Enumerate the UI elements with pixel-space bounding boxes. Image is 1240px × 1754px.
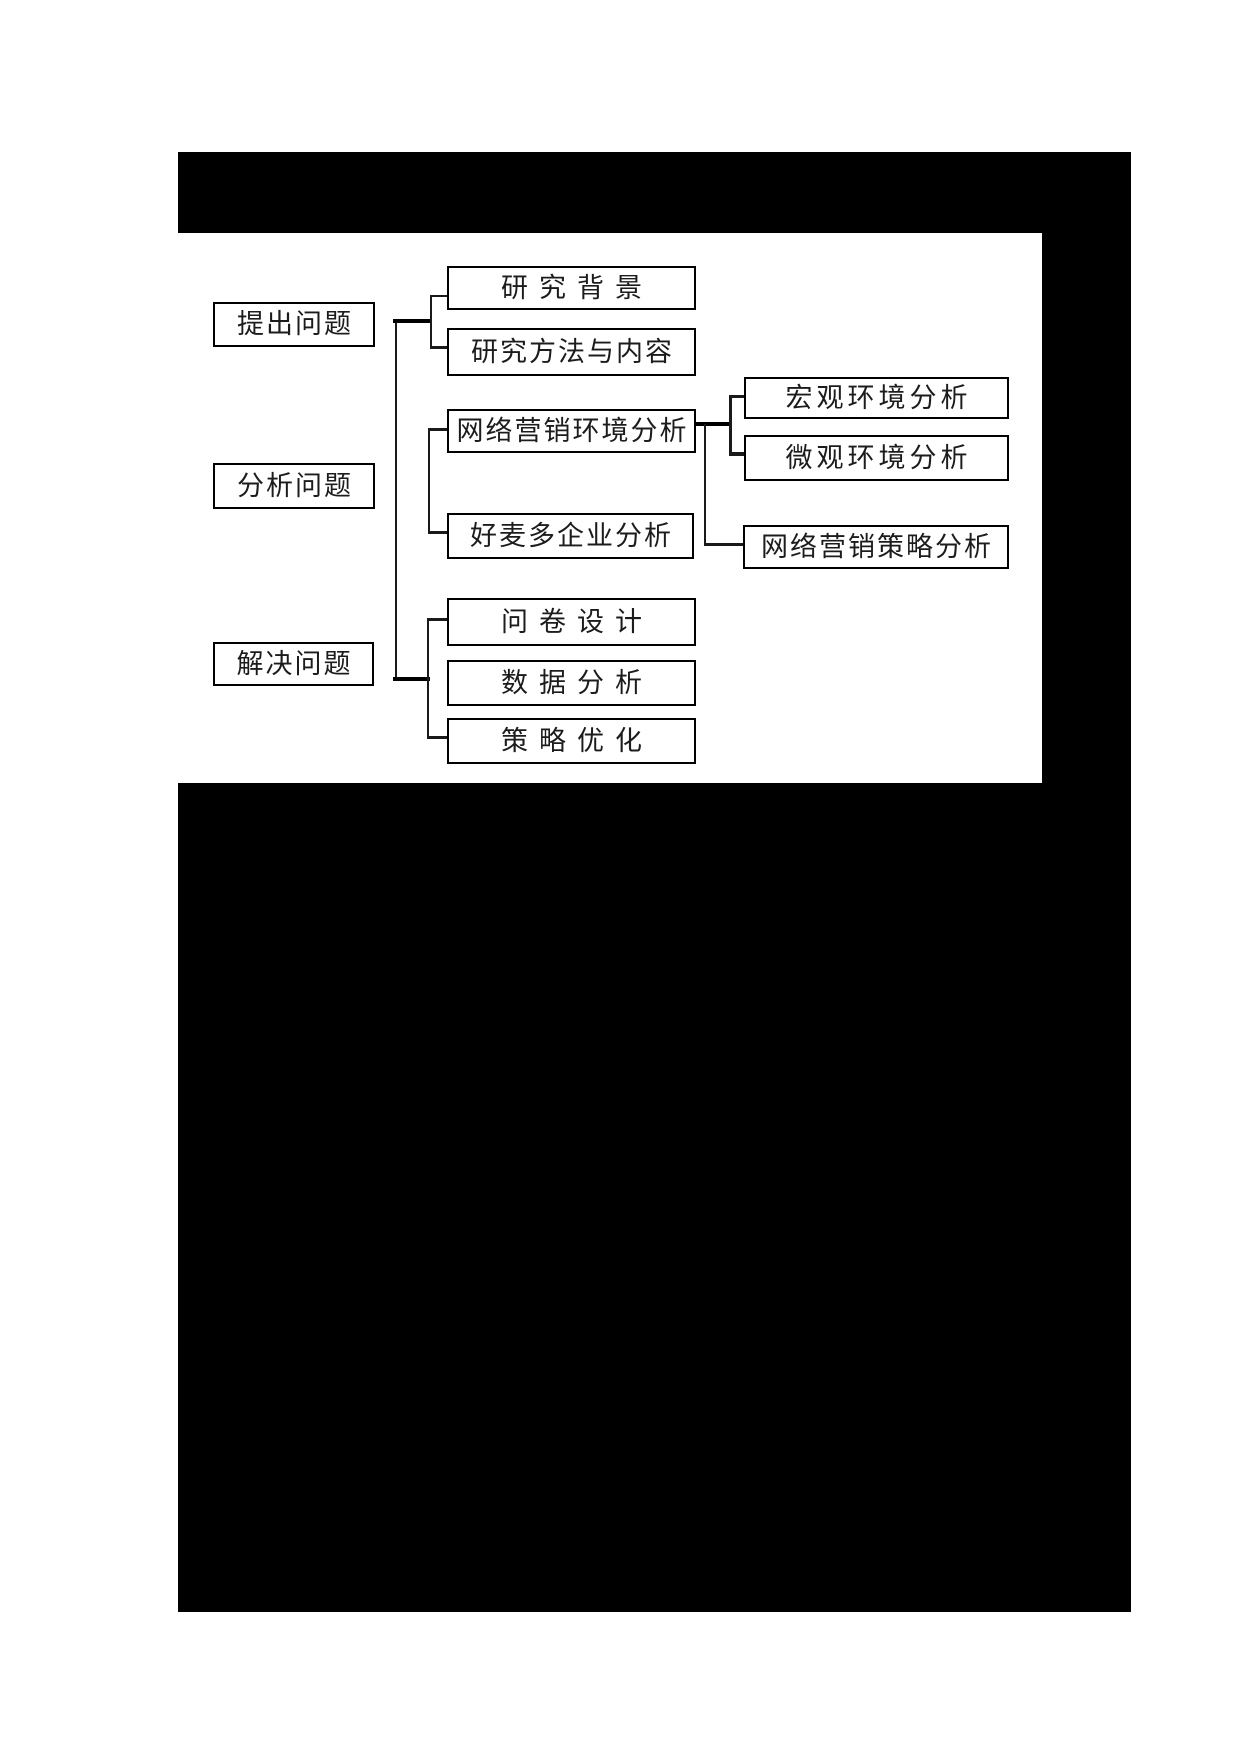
node-data-analysis: 数据分析 (447, 660, 696, 706)
connector-to-methods (430, 346, 447, 349)
node-haomaiduo-company-analysis: 好麦多企业分析 (447, 513, 694, 559)
node-strategy-optimization: 策略优化 (447, 718, 696, 764)
node-questionnaire-design: 问卷设计 (447, 598, 696, 646)
connector-to-background (430, 295, 447, 297)
connector-bracket3-vertical (427, 618, 429, 739)
connector-solve-stub (393, 677, 430, 681)
node-macro-environment-analysis: 宏观环境分析 (744, 377, 1009, 419)
connector-env-right-stub (692, 422, 731, 426)
connector-bracket-right-vertical (729, 395, 732, 456)
node-raise-question: 提出问题 (213, 302, 375, 347)
connector-to-optimize (427, 736, 447, 739)
connector-strategy-vertical (704, 424, 706, 545)
connector-to-company (428, 531, 447, 534)
connector-bracket2-vertical (428, 428, 430, 534)
node-research-background: 研究背景 (447, 266, 696, 310)
connector-to-strategy (704, 543, 743, 546)
connector-trunk-vertical (395, 321, 397, 681)
connector-to-questionnaire (427, 618, 447, 621)
node-network-marketing-strategy-analysis: 网络营销策略分析 (743, 525, 1009, 569)
connector-to-micro (729, 452, 745, 456)
node-analyze-question: 分析问题 (213, 463, 375, 509)
connector-to-macro (729, 395, 745, 398)
connector-to-env (428, 428, 447, 431)
node-micro-environment-analysis: 微观环境分析 (744, 435, 1009, 481)
node-network-marketing-environment-analysis: 网络营销环境分析 (447, 409, 696, 453)
node-research-methods-content: 研究方法与内容 (447, 328, 696, 376)
node-solve-question: 解决问题 (213, 642, 374, 686)
connector-raise-stub (393, 319, 432, 323)
connector-bracket1-vertical (430, 295, 432, 349)
